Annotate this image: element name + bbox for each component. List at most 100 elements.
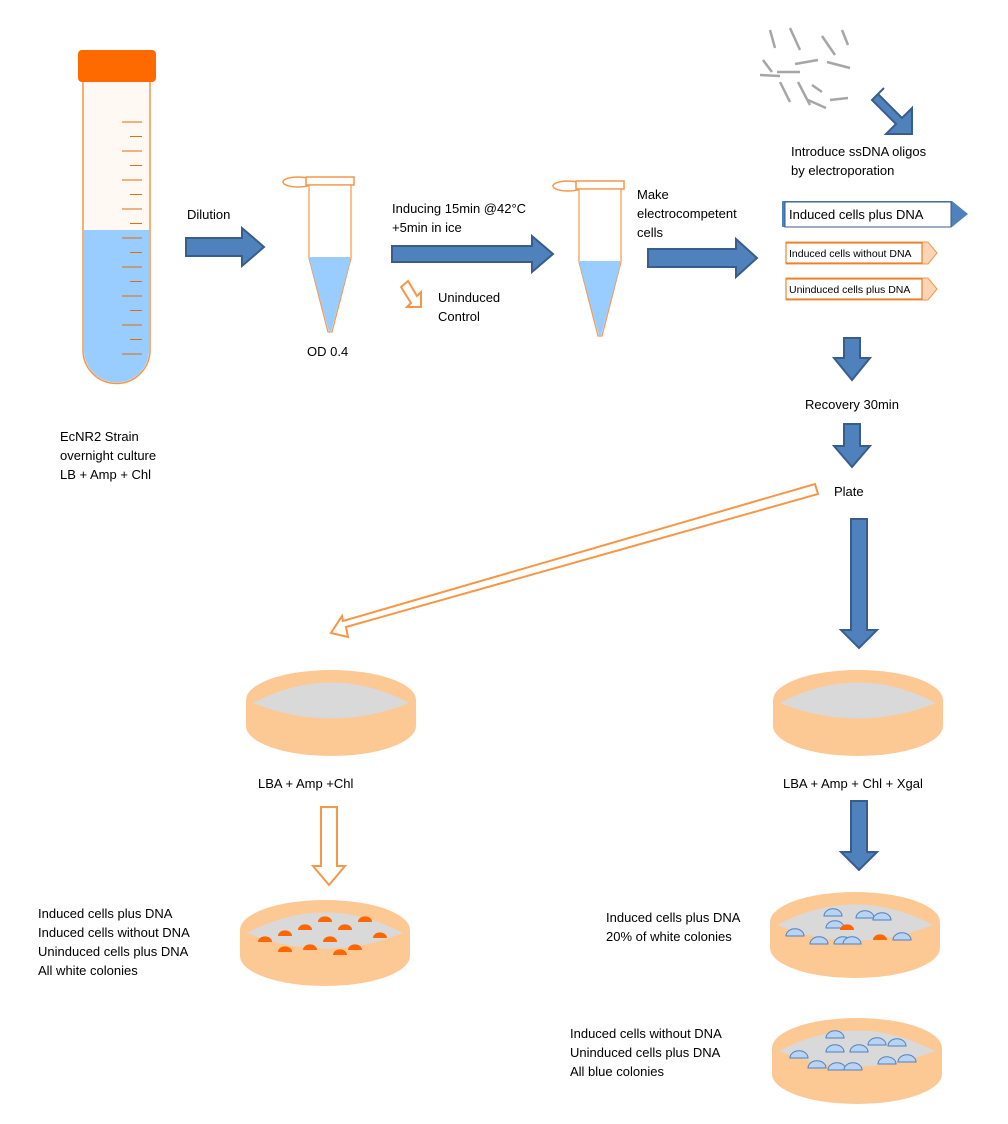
uninduced-label-2: Control xyxy=(438,309,480,324)
white-colony xyxy=(278,946,292,952)
tube-label-2: overnight culture xyxy=(60,448,156,463)
uninduced-arrow xyxy=(399,279,422,308)
oligo-strand xyxy=(796,81,812,106)
blue-colony xyxy=(789,1050,809,1059)
right-plate-top xyxy=(773,670,943,756)
recovery-label: Recovery 30min xyxy=(805,397,899,412)
oligo-strand xyxy=(811,83,823,94)
left-result-1: Induced cells plus DNA xyxy=(38,906,173,921)
inducing-label-2: +5min in ice xyxy=(392,220,462,235)
right-result2-2: Uninduced cells plus DNA xyxy=(570,1045,721,1060)
oligo-strand xyxy=(840,29,850,46)
electrocompetent-label-1: Make xyxy=(637,187,669,202)
right-result2-1: Induced cells without DNA xyxy=(570,1026,722,1041)
left-result-4: All white colonies xyxy=(38,963,138,978)
right-result1-2: 20% of white colonies xyxy=(606,929,732,944)
control-arrow xyxy=(329,482,820,639)
blue-colony xyxy=(785,928,805,937)
oligo-strand xyxy=(794,58,819,66)
right-result-plate-1 xyxy=(770,892,940,978)
blue-colony xyxy=(842,936,862,945)
blue-colony xyxy=(825,1044,845,1053)
od-label: OD 0.4 xyxy=(307,344,348,359)
svg-text:Uninduced cells plus DNA: Uninduced cells plus DNA xyxy=(789,284,910,296)
blue-colony xyxy=(825,1030,845,1039)
left-result-2: Induced cells without DNA xyxy=(38,925,190,940)
ssdna-oligos xyxy=(759,27,851,110)
left-down-arrow xyxy=(310,806,348,887)
oligo-strand xyxy=(768,29,777,49)
oligo-arrow xyxy=(870,87,913,135)
blue-colony xyxy=(897,1054,917,1063)
svg-text:Induced cells without DNA: Induced cells without DNA xyxy=(789,248,912,260)
inducing-arrow xyxy=(391,233,555,275)
blue-colony xyxy=(872,912,892,921)
white-colony xyxy=(298,924,312,930)
tube-cap xyxy=(78,50,156,82)
blue-colony xyxy=(877,1056,897,1065)
plate-label: Plate xyxy=(834,484,864,499)
svg-text:Induced cells plus DNA: Induced cells plus DNA xyxy=(789,207,924,222)
white-colony xyxy=(318,916,332,922)
left-result-plate xyxy=(240,900,410,986)
oligo-strand xyxy=(807,98,827,110)
agar xyxy=(780,682,936,719)
group-induced-plus-dna: Induced cells plus DNA xyxy=(782,201,968,228)
electrocompetent-label-3: cells xyxy=(637,225,664,240)
oligo-strand xyxy=(820,35,837,56)
culture-tube xyxy=(78,50,156,385)
inducing-label-1: Inducing 15min @42°C xyxy=(392,201,526,216)
electrocompetent-label-2: electrocompetent xyxy=(637,206,737,221)
left-result-3: Uninduced cells plus DNA xyxy=(38,944,189,959)
blue-colony xyxy=(892,932,912,941)
white-colony xyxy=(358,916,372,922)
right-down-arrow xyxy=(838,800,880,872)
recovery-arrow xyxy=(831,337,873,382)
agar xyxy=(777,904,933,941)
introduce-label-2: by electroporation xyxy=(791,163,894,178)
right-medium-label: LBA + Amp + Chl + Xgal xyxy=(783,776,923,791)
oligo-strand xyxy=(778,81,792,103)
main-plating-arrow xyxy=(838,518,880,650)
tube-label-1: EcNR2 Strain xyxy=(60,429,139,444)
microtube-2 xyxy=(552,180,625,337)
group-induced-without-dna: Induced cells without DNA xyxy=(785,241,938,265)
oligo-strand xyxy=(759,73,781,78)
group-uninduced-plus-dna: Uninduced cells plus DNA xyxy=(785,277,938,301)
blue-colony xyxy=(843,1062,863,1071)
blue-colony xyxy=(809,936,829,945)
white-colony xyxy=(338,924,352,930)
uninduced-label-1: Uninduced xyxy=(438,290,500,305)
blue-colony xyxy=(867,1037,887,1046)
white-colony xyxy=(323,936,337,942)
white-colony xyxy=(303,944,317,950)
blue-colony xyxy=(807,1060,827,1069)
oligo-strand xyxy=(829,96,849,102)
oligo-strand xyxy=(788,27,802,51)
microtube-1 xyxy=(282,176,355,333)
oligo-strand xyxy=(762,59,773,73)
white-colony xyxy=(348,944,362,950)
right-result-plate-2 xyxy=(772,1018,942,1104)
tube-label-3: LB + Amp + Chl xyxy=(60,467,151,482)
electrocompetent-arrow xyxy=(647,236,759,280)
white-colony xyxy=(258,936,272,942)
white-colony xyxy=(333,949,347,955)
oligo-strand xyxy=(826,60,851,70)
blue-colony xyxy=(823,908,843,917)
plate-arrow xyxy=(831,423,873,469)
dilution-arrow xyxy=(185,225,266,269)
white-colony xyxy=(278,930,292,936)
blue-colony xyxy=(887,1038,907,1047)
left-medium-label: LBA + Amp +Chl xyxy=(258,776,354,791)
white-colony xyxy=(373,932,387,938)
right-result1-1: Induced cells plus DNA xyxy=(606,910,741,925)
left-plate-top xyxy=(246,670,416,756)
white-colony xyxy=(840,924,855,930)
agar xyxy=(253,682,409,719)
white-colony xyxy=(873,934,887,940)
dilution-label: Dilution xyxy=(187,207,230,222)
introduce-label-1: Introduce ssDNA oligos xyxy=(791,144,927,159)
blue-colony xyxy=(849,1044,869,1053)
